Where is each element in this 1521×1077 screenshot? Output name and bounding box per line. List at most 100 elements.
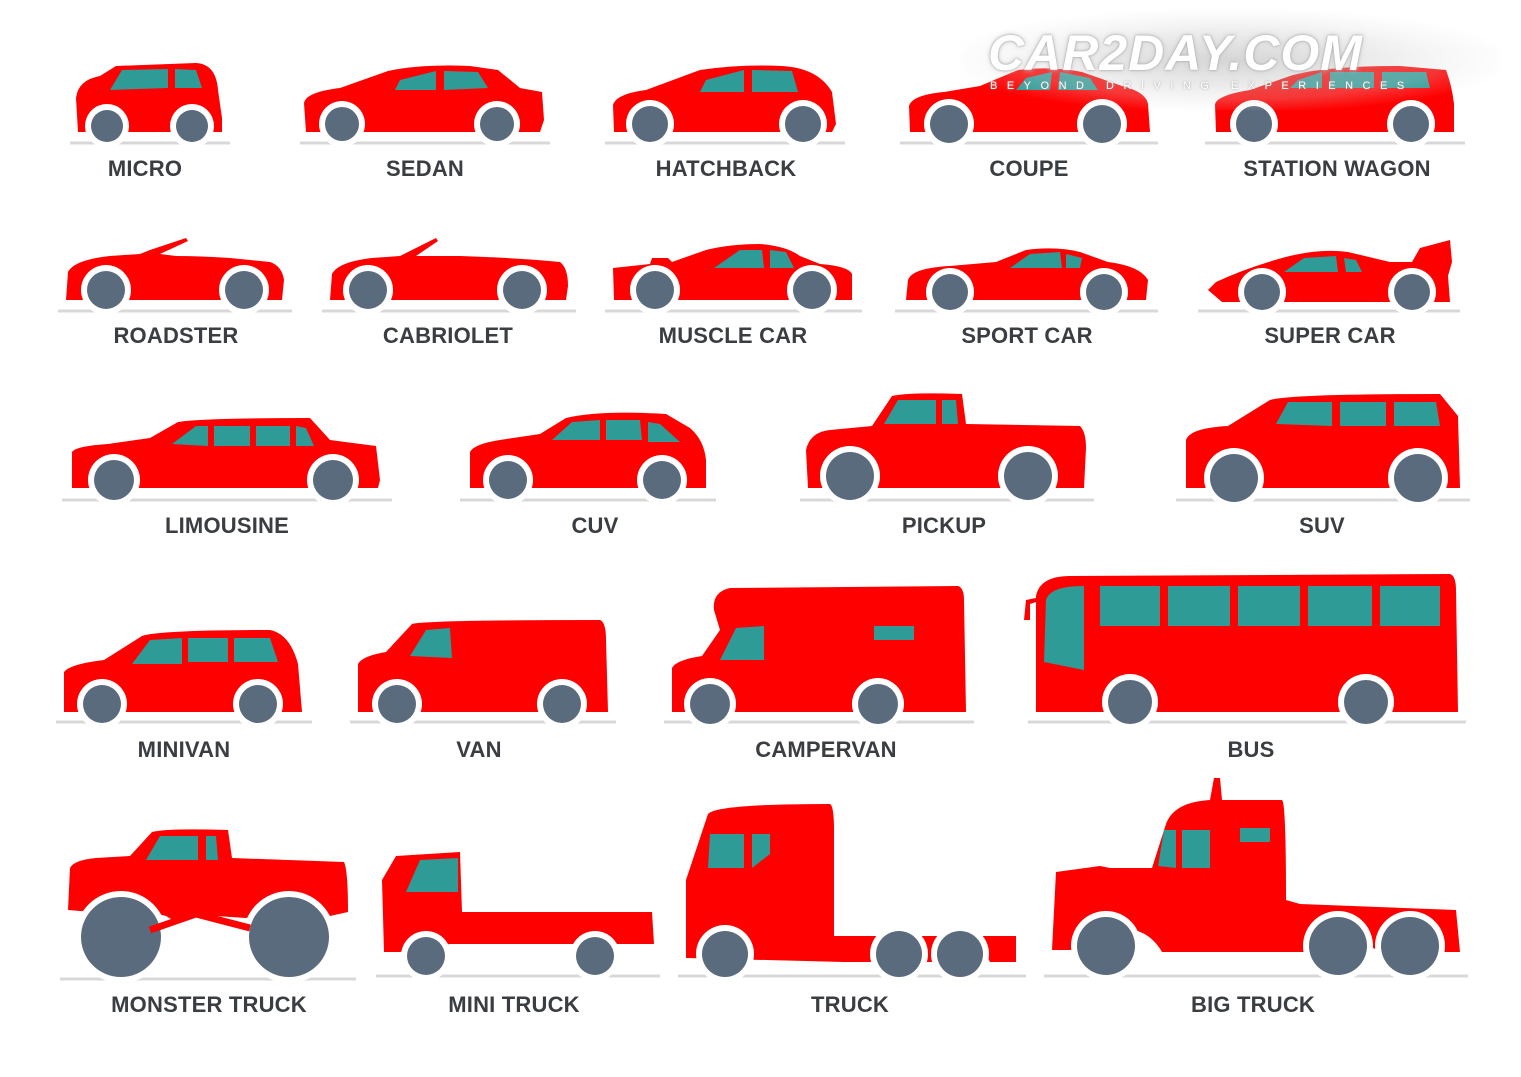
bus-silhouette: [1024, 574, 1458, 730]
vehicle-shapes: [64, 63, 1460, 983]
roadster-wheel: [225, 271, 263, 309]
monster-truck-wheel: [249, 897, 329, 977]
station-wagon-wheel: [1236, 106, 1272, 142]
label-coupe: COUPE: [989, 156, 1069, 181]
micro-wheel: [91, 110, 123, 142]
big-truck-window: [1158, 830, 1176, 868]
cuv-wheel: [489, 461, 527, 499]
bus-window: [1100, 586, 1160, 626]
big-truck-wheel: [1077, 917, 1135, 975]
bus-wheel: [1344, 680, 1388, 724]
minivan-window: [234, 638, 278, 662]
truck-wheel: [937, 931, 983, 977]
limousine-window: [214, 426, 250, 446]
cabriolet-wheel: [349, 271, 387, 309]
monster-truck-suspension: [148, 910, 251, 934]
bus-body: [1024, 598, 1036, 620]
sedan-window: [395, 71, 436, 90]
monster-truck-silhouette: [68, 829, 348, 983]
hatchback-wheel: [785, 106, 821, 142]
hatchback-silhouette: [613, 65, 836, 148]
minivan-window: [132, 638, 182, 664]
pickup-window: [942, 400, 958, 424]
super-car-silhouette: [1208, 240, 1452, 316]
van-wheel: [543, 685, 581, 723]
logo-text: CAR2DAY.COM: [988, 25, 1363, 81]
super-car-wheel: [1244, 274, 1280, 310]
hatchback-window: [700, 70, 744, 92]
truck-wheel: [876, 931, 922, 977]
label-roadster: ROADSTER: [113, 323, 239, 348]
suv-silhouette: [1186, 394, 1460, 508]
label-bus: BUS: [1227, 737, 1275, 762]
micro-wheel: [176, 110, 208, 142]
big-truck-wheel: [1381, 917, 1439, 975]
super-car-wheel: [1394, 274, 1430, 310]
monster-truck-wheel: [81, 897, 161, 977]
muscle-car-window: [770, 250, 794, 268]
truck-window: [752, 834, 770, 868]
micro-window: [110, 69, 168, 90]
station-wagon-wheel: [1393, 106, 1429, 142]
cabriolet-silhouette: [330, 238, 568, 315]
muscle-car-window: [714, 250, 764, 268]
big-truck-wheel: [1309, 917, 1367, 975]
bus-wheel: [1108, 680, 1152, 724]
sport-car-window: [1010, 252, 1062, 268]
cuv-window: [552, 420, 600, 440]
monster-truck-window: [146, 836, 198, 860]
label-cabriolet: CABRIOLET: [382, 323, 514, 348]
mini-truck-window: [406, 858, 458, 892]
big-truck-window: [1240, 828, 1270, 842]
bus-window: [1238, 586, 1300, 626]
hatchback-wheel: [632, 106, 668, 142]
campervan-wheel: [690, 684, 730, 724]
sport-car-silhouette: [906, 248, 1148, 316]
van-silhouette: [358, 620, 608, 729]
campervan-window: [874, 626, 914, 640]
suv-wheel: [1394, 454, 1442, 502]
label-campervan: CAMPERVAN: [755, 737, 897, 762]
cuv-silhouette: [470, 412, 706, 505]
sedan-window: [444, 71, 488, 90]
limousine-silhouette: [72, 418, 380, 506]
bus-window: [1168, 586, 1230, 626]
mini-truck-silhouette: [382, 852, 654, 981]
van-wheel: [378, 685, 416, 723]
roadster-silhouette: [66, 238, 284, 315]
cuv-window: [648, 422, 680, 442]
super-car-window: [1284, 256, 1338, 272]
truck-window: [708, 834, 744, 868]
micro-window: [175, 69, 202, 88]
mini-truck-wheel: [576, 937, 614, 975]
label-truck: TRUCK: [811, 992, 889, 1017]
truck-wheel: [702, 931, 748, 977]
suv-window: [1394, 402, 1440, 426]
logo-tagline: BEYOND DRIVING EXPERIENCES: [990, 80, 1414, 92]
label-hatchback: HATCHBACK: [655, 156, 797, 181]
muscle-car-silhouette: [613, 244, 852, 315]
sport-car-wheel: [1086, 274, 1122, 310]
campervan-body: [672, 586, 966, 712]
minivan-silhouette: [64, 630, 302, 729]
sedan-wheel: [325, 107, 359, 141]
pickup-wheel: [1004, 452, 1052, 500]
minivan-window: [188, 638, 228, 662]
label-muscle-car: MUSCLE CAR: [658, 323, 808, 348]
truck-silhouette: [686, 804, 1016, 983]
big-truck-window: [1182, 830, 1210, 868]
limousine-window: [296, 426, 314, 446]
label-van: VAN: [456, 737, 502, 762]
pickup-silhouette: [806, 393, 1086, 506]
logo: CAR2DAY.COM BEYOND DRIVING EXPERIENCES: [960, 10, 1500, 110]
label-sedan: SEDAN: [385, 156, 465, 181]
cuv-wheel: [643, 461, 681, 499]
label-station-wagon: STATION WAGON: [1243, 156, 1431, 181]
suv-window: [1276, 402, 1332, 426]
coupe-wheel: [1083, 105, 1121, 143]
label-cuv: CUV: [571, 513, 619, 538]
label-pickup: PICKUP: [901, 513, 987, 538]
label-big-truck: BIG TRUCK: [1190, 992, 1316, 1017]
sport-car-window: [1066, 254, 1082, 268]
bus-window: [1380, 586, 1440, 626]
